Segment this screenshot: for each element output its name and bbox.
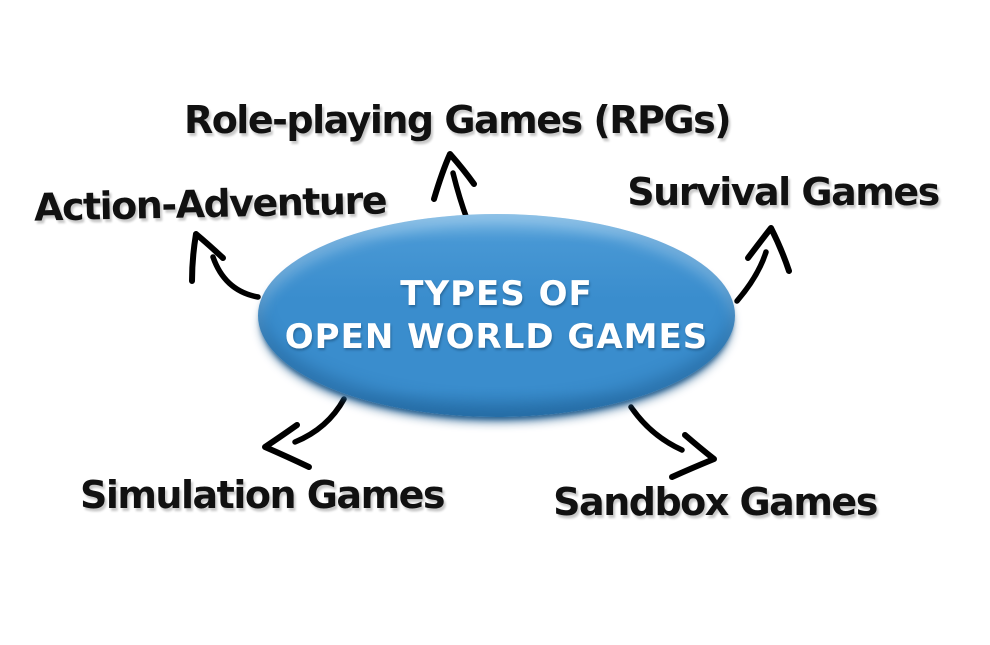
- node-label-survival-games: Survival Games: [627, 170, 940, 214]
- arrow-to-rpg: [431, 151, 477, 222]
- arrow-to-action-adventure: [189, 231, 261, 300]
- central-topic-ellipse: TYPES OF OPEN WORLD GAMES: [258, 214, 735, 417]
- node-label-role-playing-games: Role-playing Games (RPGs): [183, 98, 732, 142]
- arrow-to-survival: [734, 225, 792, 304]
- central-topic-title-line2: OPEN WORLD GAMES: [284, 316, 709, 357]
- central-topic-title-line1: TYPES OF: [400, 273, 593, 314]
- node-label-simulation-games: Simulation Games: [79, 473, 446, 517]
- arrow-to-simulation: [262, 396, 347, 470]
- arrow-to-sandbox: [628, 404, 717, 480]
- node-label-action-adventure: Action-Adventure: [33, 178, 387, 230]
- node-label-sandbox-games: Sandbox Games: [553, 480, 878, 524]
